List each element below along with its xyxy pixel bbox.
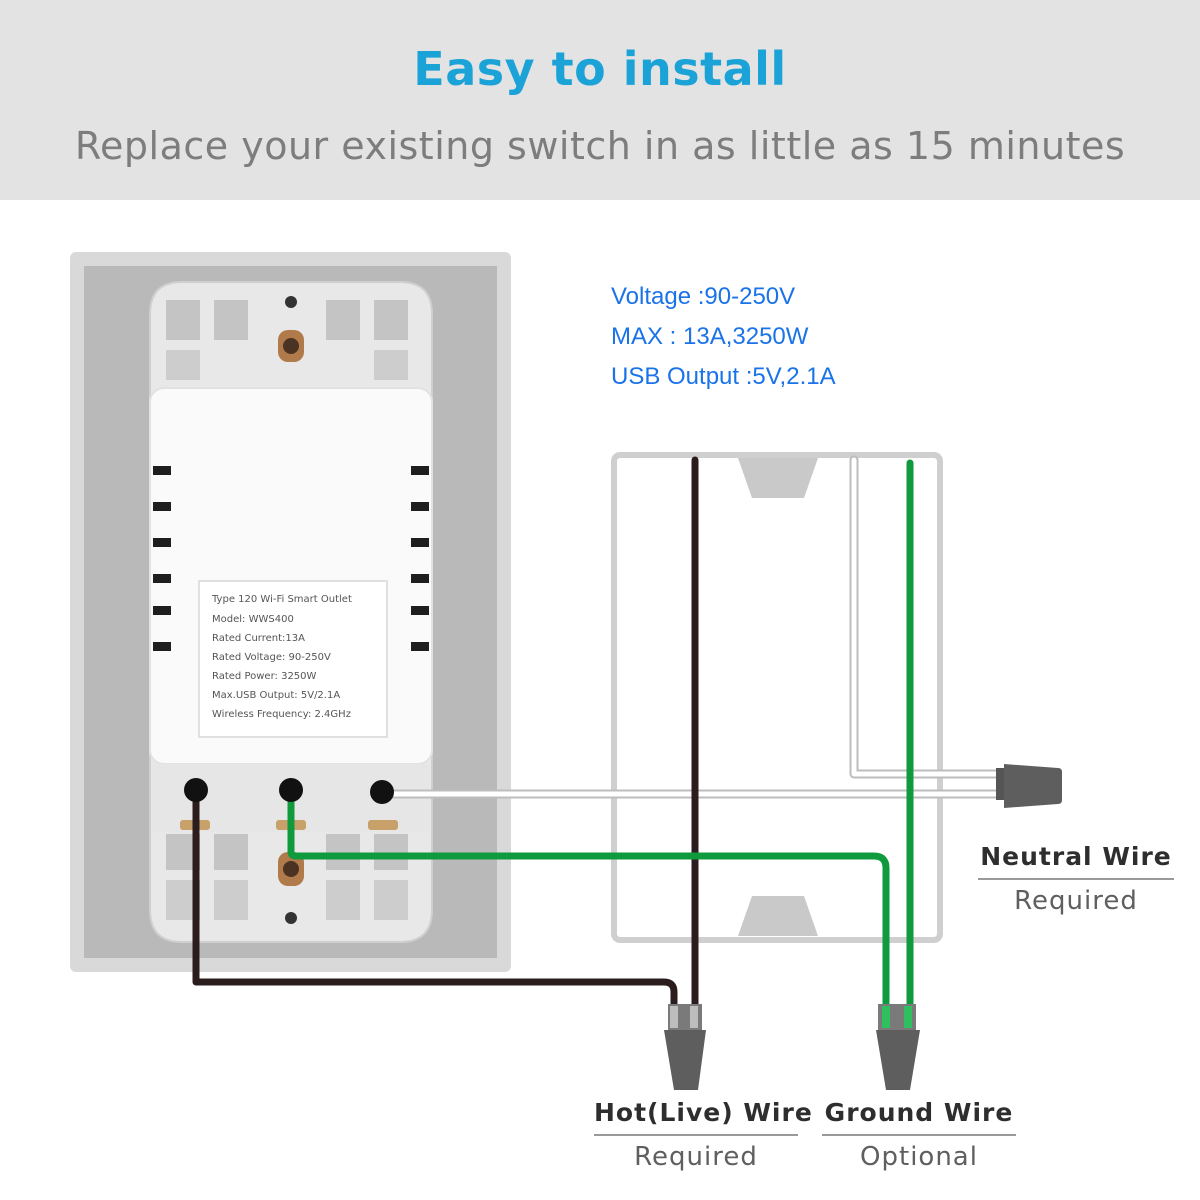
hot-wire-requirement: Required — [634, 1142, 758, 1172]
hot-wire-nut — [664, 1004, 706, 1090]
spec-max: MAX : 13A,3250W — [611, 323, 809, 350]
label-row-current: Rated Current:13A — [212, 633, 305, 644]
neutral-wire — [377, 455, 1005, 799]
ground-wire-label: Ground Wire Optional — [822, 1098, 1016, 1172]
mounting-hole-top — [285, 296, 297, 308]
device-type: Type 120 Wi-Fi Smart Outlet — [212, 594, 352, 605]
page-subtitle: Replace your existing switch in as littl… — [74, 124, 1126, 168]
label-row-voltage: Rated Voltage: 90-250V — [212, 652, 331, 663]
label-row-usb: Max.USB Output: 5V/2.1A — [212, 690, 341, 701]
page-title: Easy to install — [413, 42, 787, 96]
hot-wire-name: Hot(Live) Wire — [594, 1098, 812, 1136]
neutral-wire-name: Neutral Wire — [978, 842, 1174, 880]
neutral-wire-label: Neutral Wire Required — [978, 842, 1174, 916]
mounting-hole-bottom — [285, 912, 297, 924]
label-row-model: Model: WWS400 — [212, 614, 294, 625]
hot-wire-label: Hot(Live) Wire Required — [594, 1098, 812, 1172]
neutral-wire-requirement: Required — [1014, 886, 1138, 916]
terminal-screw-neutral — [370, 780, 394, 804]
header-band: Easy to install Replace your existing sw… — [0, 0, 1200, 200]
spec-voltage: Voltage :90-250V — [611, 283, 796, 310]
junction-box — [611, 452, 943, 943]
ground-wire-name: Ground Wire — [822, 1098, 1016, 1136]
terminal-screw-ground — [279, 778, 303, 802]
housing-vents — [153, 466, 429, 651]
label-row-power: Rated Power: 3250W — [212, 671, 317, 682]
spec-list: Voltage :90-250V MAX : 13A,3250W USB Out… — [611, 282, 836, 402]
label-row-frequency: Wireless Frequency: 2.4GHz — [212, 709, 351, 720]
ground-wire-nut — [876, 1004, 920, 1090]
spec-usb-output: USB Output :5V,2.1A — [611, 363, 836, 390]
device-spec-label: Type 120 Wi-Fi Smart Outlet Model: WWS40… — [198, 580, 388, 738]
neutral-wire-nut — [996, 764, 1062, 808]
ground-wire — [287, 459, 914, 1012]
mounting-screw-bottom — [278, 852, 304, 886]
terminal-screw-hot — [184, 778, 208, 802]
hot-wire — [192, 456, 699, 1014]
ground-wire-requirement: Optional — [860, 1142, 978, 1172]
mounting-screw-top — [278, 330, 304, 362]
